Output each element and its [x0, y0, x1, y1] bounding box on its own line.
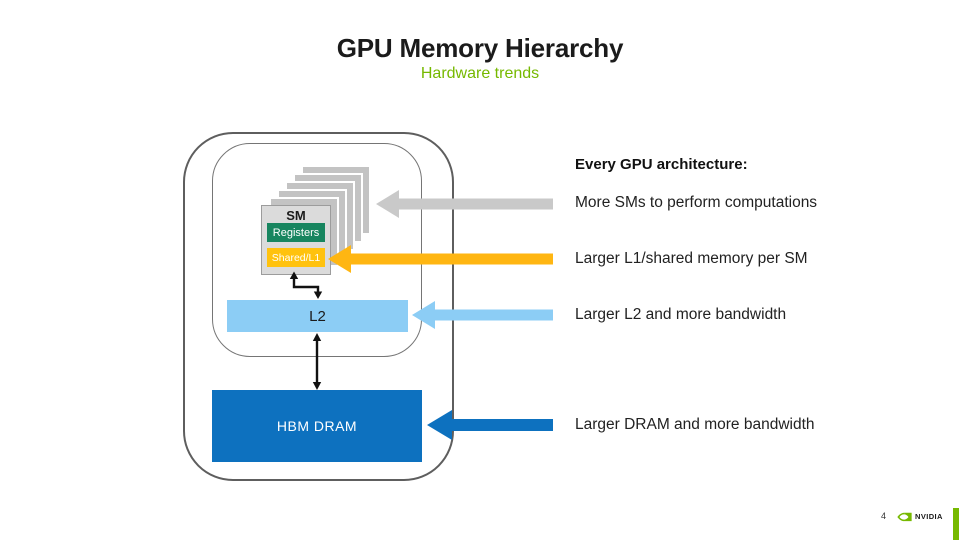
shared-l1-block: Shared/L1	[267, 248, 325, 267]
l2-cache-block: L2	[227, 300, 408, 332]
page-number: 4	[880, 511, 886, 521]
sm-label: SM	[286, 208, 306, 223]
page-subtitle: Hardware trends	[420, 65, 540, 82]
sm-block: SM Registers Shared/L1	[261, 205, 331, 275]
nvidia-logo-icon	[897, 512, 912, 521]
annotation-larger-l1: Larger L1/shared memory per SM	[575, 250, 808, 267]
registers-block: Registers	[267, 223, 325, 242]
page-title: GPU Memory Hierarchy	[336, 33, 624, 63]
nvidia-logo: NVIDIA	[897, 510, 943, 523]
annotations-header: Every GPU architecture:	[575, 156, 748, 173]
hbm-dram-block: HBM DRAM	[212, 390, 422, 462]
annotation-larger-dram: Larger DRAM and more bandwidth	[575, 416, 815, 433]
accent-bar	[953, 508, 959, 540]
annotation-more-sms: More SMs to perform computations	[575, 194, 818, 211]
annotation-larger-l2: Larger L2 and more bandwidth	[575, 306, 787, 323]
nvidia-wordmark: NVIDIA	[915, 512, 943, 521]
